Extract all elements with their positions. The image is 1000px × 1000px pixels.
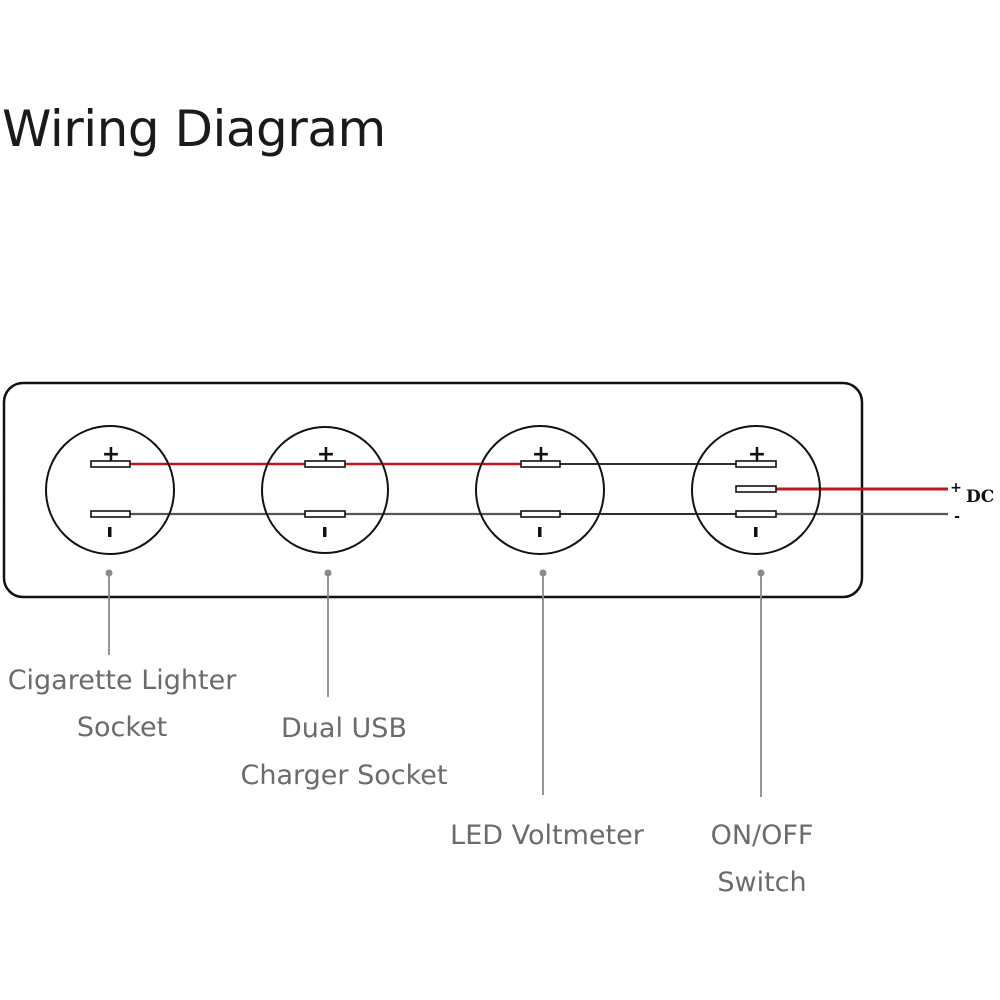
wires xyxy=(130,462,948,516)
label-cigarette-lighter-socket: Cigarette Lighter Socket xyxy=(0,657,244,751)
terminal-positive xyxy=(304,460,346,468)
label-line: ON/OFF xyxy=(710,820,814,851)
terminal-negative xyxy=(304,510,346,518)
component-on-off-switch: + xyxy=(691,425,821,555)
terminal-negative xyxy=(520,510,561,518)
label-line: Cigarette Lighter xyxy=(7,665,237,696)
component-cigarette-lighter-socket: + xyxy=(45,425,175,555)
component-led-voltmeter: + xyxy=(475,425,605,555)
component-outline xyxy=(45,425,175,555)
dc-label: DC xyxy=(966,487,994,507)
component-outline xyxy=(261,426,389,554)
label-line: Socket xyxy=(76,712,168,743)
dc-negative-symbol: - xyxy=(954,509,960,525)
terminal-positive xyxy=(90,460,131,468)
label-line: LED Voltmeter xyxy=(450,820,644,851)
dc-positive-symbol: + xyxy=(950,480,962,496)
terminal-middle xyxy=(735,485,777,493)
terminal-positive xyxy=(520,460,561,468)
leader-lines xyxy=(105,569,765,797)
dc-power-source: + DC - xyxy=(950,480,994,525)
page-title: Wiring Diagram xyxy=(2,100,386,158)
label-line: Switch xyxy=(717,867,807,898)
minus-symbol xyxy=(538,527,542,537)
label-dual-usb-charger-socket: Dual USB Charger Socket xyxy=(222,705,466,799)
label-line: Charger Socket xyxy=(240,760,448,791)
minus-symbol xyxy=(754,527,758,537)
terminal-negative xyxy=(735,510,777,518)
terminal-negative xyxy=(90,510,131,518)
label-line: Dual USB xyxy=(281,713,407,744)
label-led-voltmeter: LED Voltmeter xyxy=(430,812,664,859)
component-outline xyxy=(475,425,605,555)
component-outline xyxy=(691,425,821,555)
component-dual-usb-charger-socket: + xyxy=(261,426,389,554)
terminal-positive xyxy=(735,460,777,468)
switch-panel xyxy=(2,381,864,599)
minus-symbol xyxy=(108,527,112,537)
minus-symbol xyxy=(323,527,327,537)
label-on-off-switch: ON/OFF Switch xyxy=(662,812,862,906)
